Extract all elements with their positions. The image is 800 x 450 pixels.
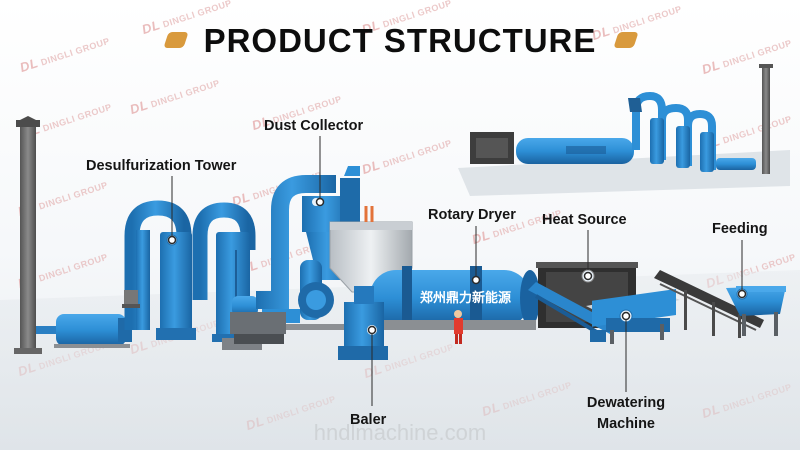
callout-lines (171, 136, 743, 406)
callout-dot (167, 235, 177, 245)
callout-dot (737, 289, 747, 299)
inset-chimney (762, 66, 770, 174)
worker-figure (454, 310, 463, 344)
label-dust-collector: Dust Collector (264, 118, 364, 134)
label-baler: Baler (350, 412, 387, 428)
rotary-dryer-drum: 郑州鼎力新能源 (368, 266, 540, 330)
callout-dot (315, 197, 325, 207)
callout-dot (367, 325, 377, 335)
feeding-conveyor (654, 270, 764, 338)
callout-dot (471, 275, 481, 285)
label-dewatering-machine: Dewatering Machine (574, 393, 678, 435)
label-dewatering-line1: Dewatering (586, 395, 666, 411)
drum-lettering: 郑州鼎力新能源 (420, 290, 511, 306)
label-dewatering-line2: Machine (596, 416, 655, 432)
label-heat-source: Heat Source (542, 212, 627, 228)
label-desulfurization-tower: Desulfurization Tower (86, 158, 237, 174)
website-watermark: hndlmachine.com (313, 420, 487, 445)
label-rotary-dryer: Rotary Dryer (428, 207, 516, 223)
chimney (14, 116, 42, 354)
page-title: PRODUCT STRUCTURE (203, 22, 597, 59)
dewatering-machine (586, 288, 680, 344)
callout-dot (583, 271, 593, 281)
desulfurization-tower-1 (122, 200, 196, 340)
burner-blower (230, 282, 334, 344)
callout-dot (621, 311, 631, 321)
callout-dots (167, 197, 747, 335)
induced-draft-fan (36, 314, 132, 348)
label-feeding: Feeding (712, 221, 768, 237)
inset-fan (716, 158, 756, 170)
inset-plant-overview (458, 64, 790, 196)
